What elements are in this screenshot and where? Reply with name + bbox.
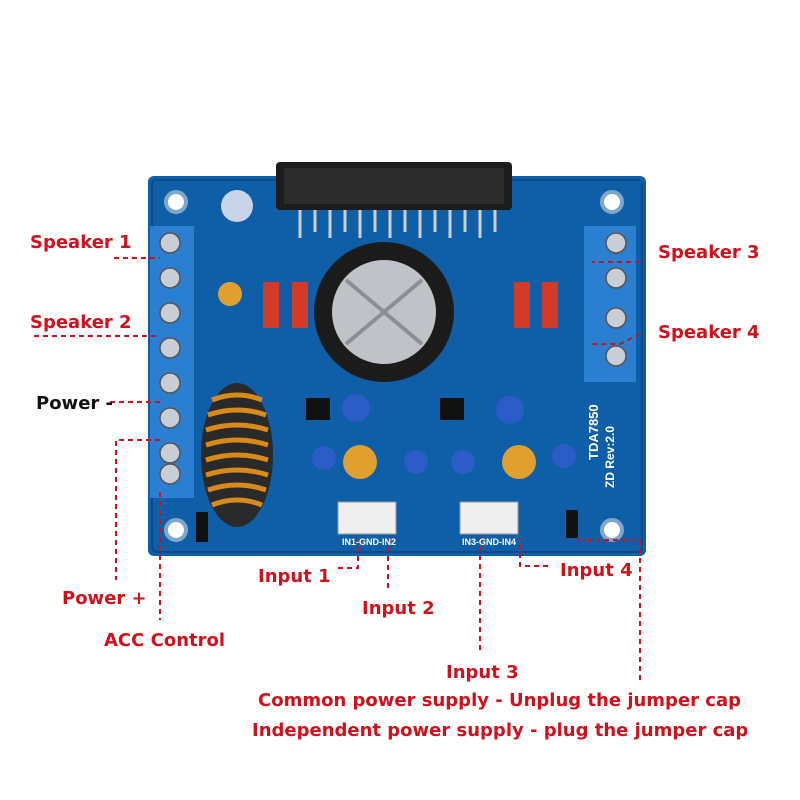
independent-supply-note: Independent power supply - plug the jump… (252, 720, 749, 741)
power-plus-label: Power + (62, 588, 147, 609)
input2-label: Input 2 (362, 598, 435, 619)
speaker2-label: Speaker 2 (30, 312, 132, 333)
right-terminal-block (584, 226, 636, 382)
tda7850-chip (276, 162, 512, 238)
op-amps (306, 398, 464, 420)
speaker4-label: Speaker 4 (658, 322, 760, 343)
main-capacitor (314, 242, 454, 382)
in12-text: IN1-GND-IN2 (342, 537, 396, 547)
common-supply-note: Common power supply - Unplug the jumper … (258, 690, 741, 711)
speaker3-label: Speaker 3 (658, 242, 760, 263)
left-terminal-block (150, 226, 194, 498)
in34-text: IN3-GND-IN4 (462, 537, 516, 547)
acc-control-label: ACC Control (104, 630, 226, 651)
model-text: TDA7850 (586, 404, 601, 460)
small-capacitors (218, 190, 576, 479)
input4-label: Input 4 (560, 560, 633, 581)
input1-label: Input 1 (258, 566, 331, 587)
speaker1-label: Speaker 1 (30, 232, 132, 253)
leader-lines (34, 257, 641, 680)
inductor-coil (201, 383, 273, 527)
rev-text: ZD Rev:2.0 (603, 426, 617, 488)
jumper-pins (566, 510, 578, 538)
silkscreen: TDA7850 ZD Rev:2.0 IN1-GND-IN2 IN3-GND-I… (342, 404, 617, 547)
mounting-holes (164, 190, 624, 542)
input3-label: Input 3 (446, 662, 519, 683)
power-minus-label: Power - (36, 393, 114, 414)
input-connectors (337, 501, 519, 535)
film-capacitors (263, 282, 558, 328)
